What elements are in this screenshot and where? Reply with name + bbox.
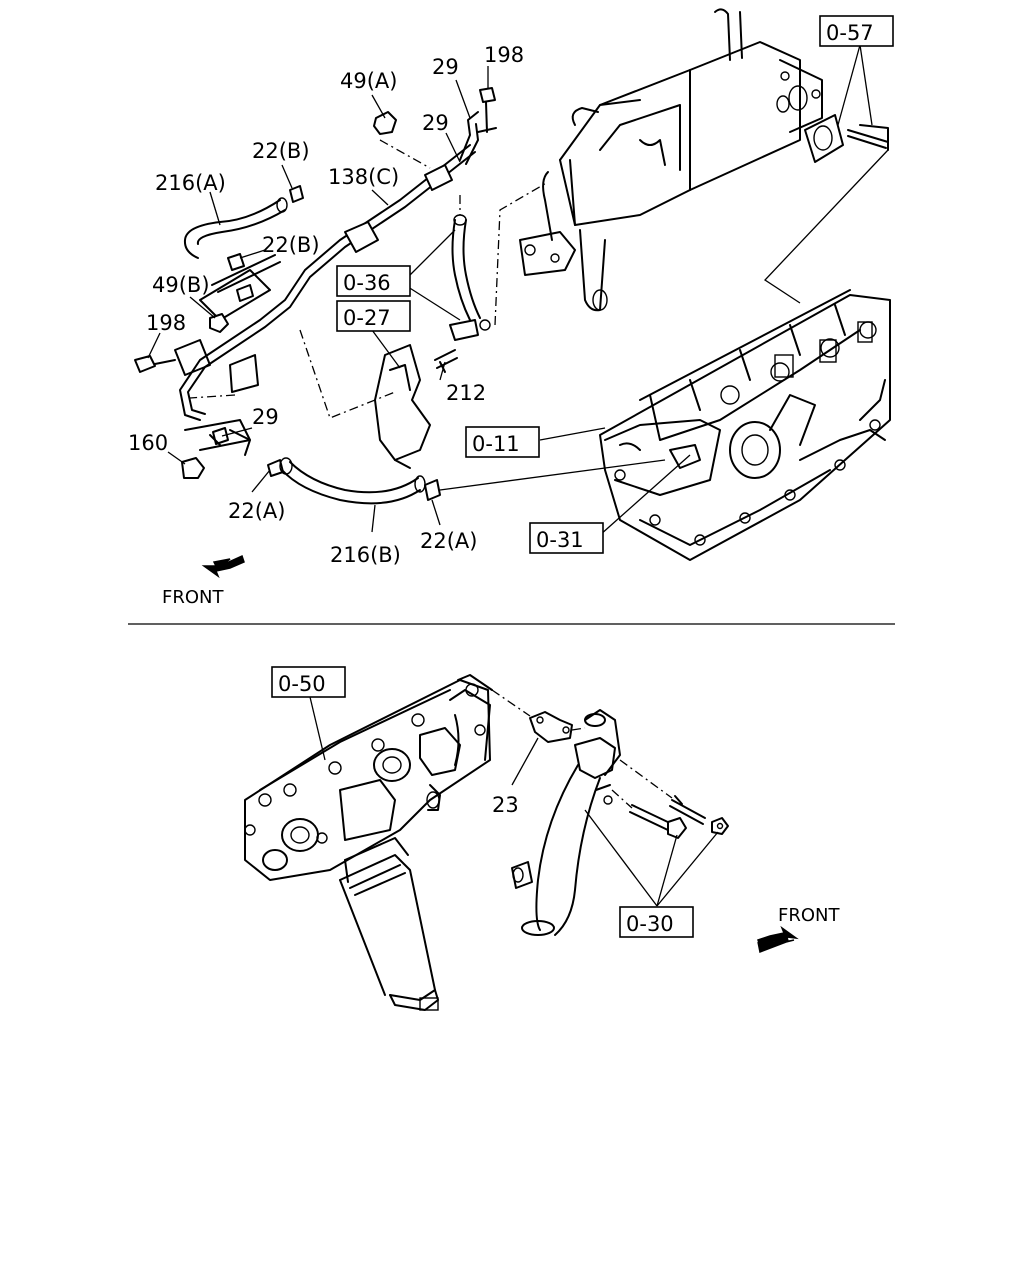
front-indicator-top: FRONT: [162, 554, 245, 608]
callout-29-upper: 29: [432, 55, 459, 79]
water-pipe: [511, 709, 621, 936]
callout-22B-lower: 22(B): [262, 233, 320, 257]
gasket-23: [529, 711, 573, 743]
reference-boxes-top: 0-57 0-36 0-27 0-11 0-31: [336, 15, 894, 554]
reference-boxes-bottom: 0-50 0-30: [271, 666, 694, 938]
fasteners-top: [134, 87, 497, 501]
small-hose: [449, 214, 491, 341]
callout-29-lower: 29: [252, 405, 279, 429]
ref-0-57: 0-57: [826, 21, 874, 45]
ref-0-50: 0-50: [278, 672, 326, 696]
callout-22B-upper: 22(B): [252, 139, 310, 163]
ref-0-36: 0-36: [343, 271, 391, 295]
callout-29-mid: 29: [422, 111, 449, 135]
front-arrow-icon: [757, 925, 799, 954]
callout-160: 160: [128, 431, 168, 455]
callout-49A: 49(A): [340, 69, 397, 93]
front-label-bottom: FRONT: [778, 905, 840, 926]
front-indicator-bottom: FRONT: [757, 905, 840, 954]
egr-gasket: [804, 114, 889, 163]
callout-23: 23: [492, 793, 519, 817]
leader-lines-top: [147, 44, 889, 536]
callout-216B: 216(B): [330, 543, 401, 567]
top-section: 49(A) 29 198 29 22(B) 216(A) 138(C) 22(B…: [128, 8, 894, 608]
callouts-bottom: 23: [492, 793, 519, 817]
callout-49B: 49(B): [152, 273, 210, 297]
ref-0-31: 0-31: [536, 528, 584, 552]
callout-22A-right: 22(A): [420, 529, 477, 553]
egr-cooler: [519, 8, 823, 312]
callout-138C: 138(C): [328, 165, 399, 189]
pipe-138c: [174, 111, 479, 456]
leader-lines-bottom: [309, 696, 719, 907]
ref-0-30: 0-30: [626, 912, 674, 936]
oil-filter: [339, 837, 439, 1011]
reference-lines-top: [189, 139, 549, 419]
cylinder-head: [599, 289, 891, 561]
ref-0-11: 0-11: [472, 432, 520, 456]
front-arrow-icon: [201, 554, 245, 579]
callout-22A-left: 22(A): [228, 499, 285, 523]
bottom-section: 23 0-50 0-30 FRONT: [244, 666, 840, 1011]
hose-216a: [183, 197, 288, 259]
callout-216A: 216(A): [155, 171, 226, 195]
hose-216b: [279, 457, 426, 505]
ref-0-27: 0-27: [343, 306, 391, 330]
front-label-top: FRONT: [162, 587, 224, 608]
heat-shield: [374, 344, 431, 469]
callouts-top: 49(A) 29 198 29 22(B) 216(A) 138(C) 22(B…: [128, 43, 524, 567]
callout-212: 212: [446, 381, 486, 405]
oil-cooler-housing: [244, 674, 493, 881]
fasteners-bottom: [629, 795, 729, 839]
callout-198-lower: 198: [146, 311, 186, 335]
reference-lines-bottom: [491, 689, 673, 809]
callout-198-upper: 198: [484, 43, 524, 67]
